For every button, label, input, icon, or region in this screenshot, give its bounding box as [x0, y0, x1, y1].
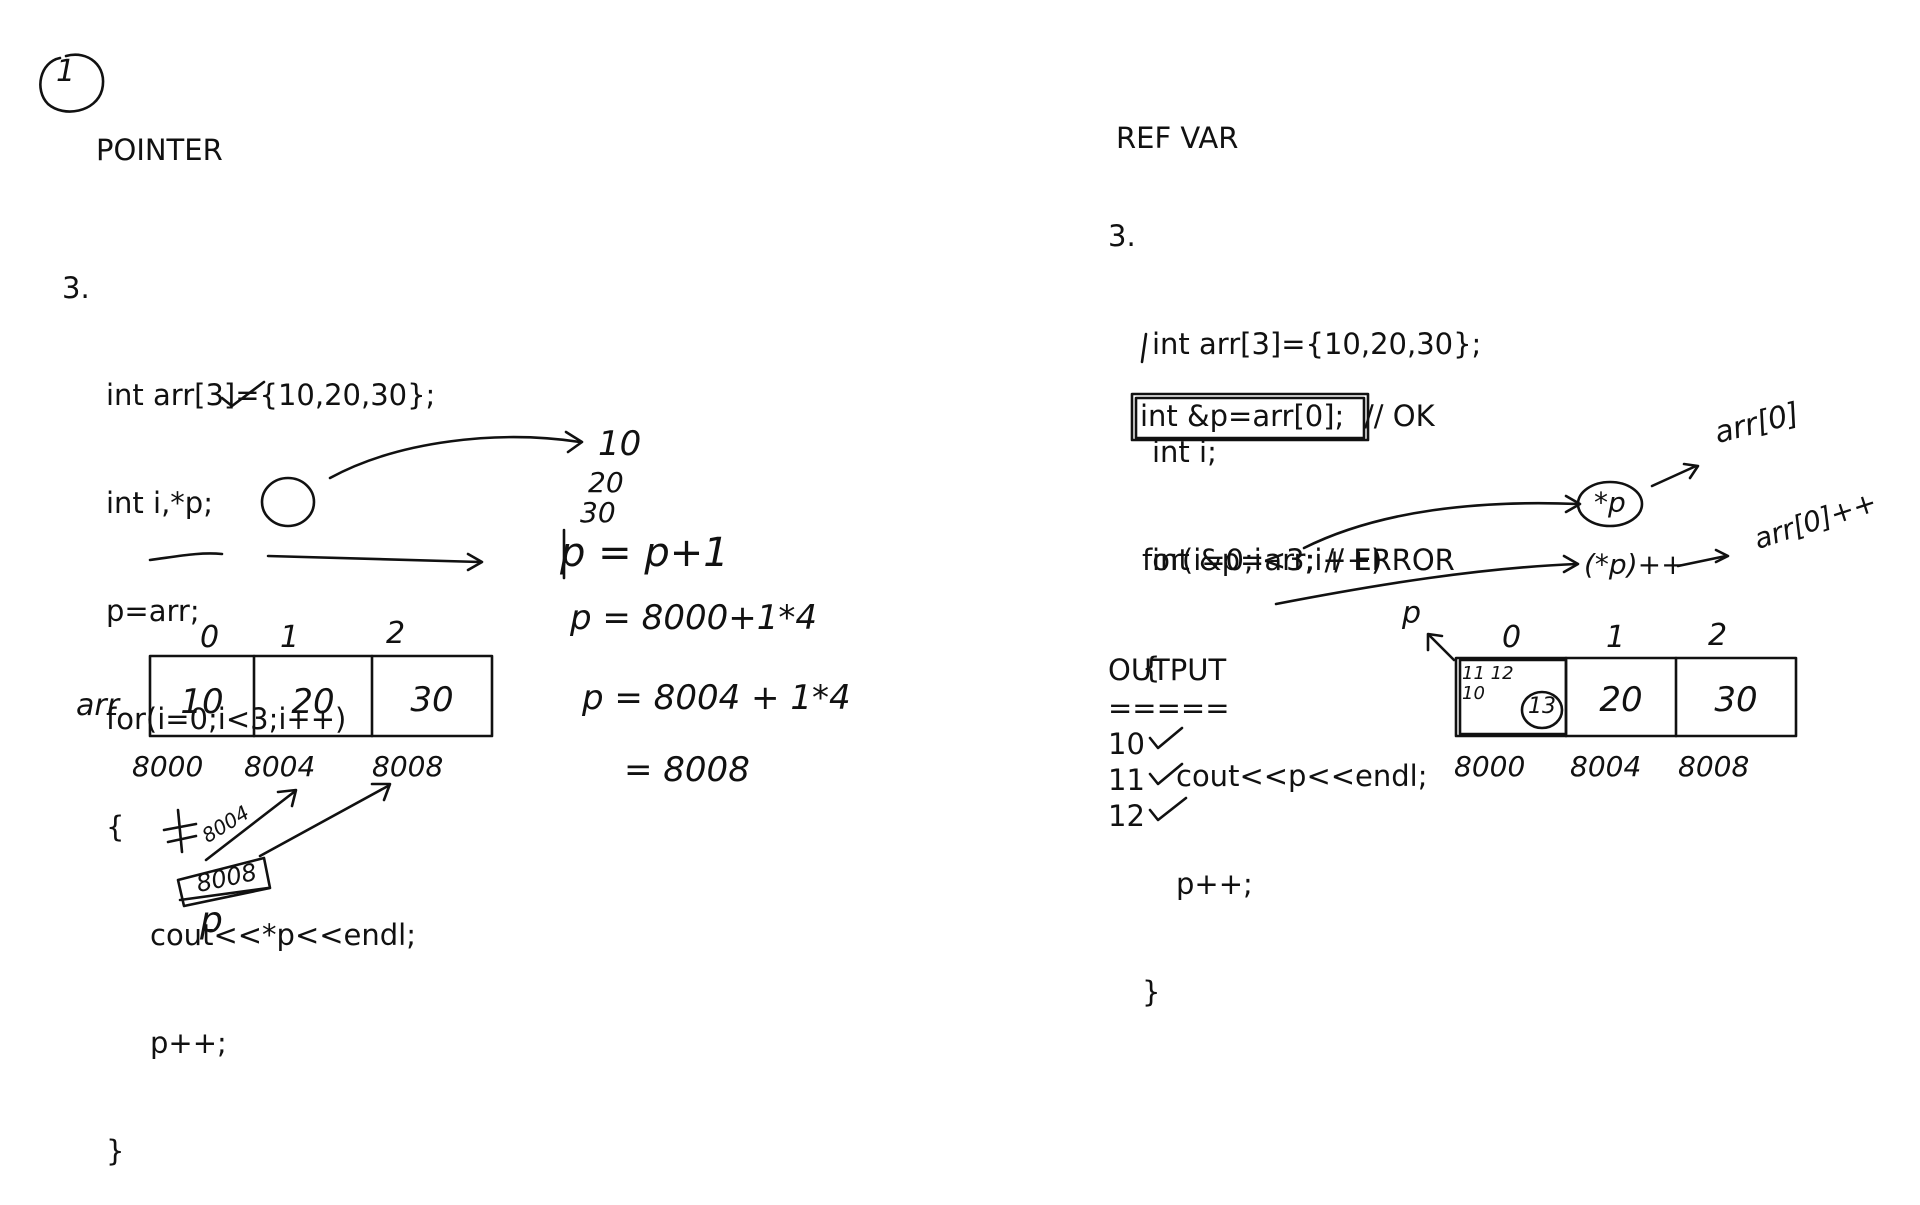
code-line: p=arr; [106, 594, 200, 628]
boxed-line-outline [1134, 396, 1366, 440]
pointer-box [176, 856, 272, 908]
pointer-arrow [258, 784, 390, 858]
array-cell-value: 30 [1714, 680, 1758, 720]
ref-pointer-name: p [1402, 596, 1422, 631]
array-index: 0 [200, 620, 220, 655]
arrow-to-arr0-inc [1676, 554, 1728, 568]
code-line: cout<<p<<endl; [1176, 759, 1428, 793]
current-value-circle [1520, 690, 1564, 730]
code-line: { [1142, 651, 1161, 685]
arrow-head [1426, 632, 1444, 652]
code-line: { [106, 810, 125, 844]
strike-arrow [162, 808, 198, 854]
array-cell-value: 30 [410, 680, 454, 720]
code-line: for(i=0;i<3;i++) [106, 702, 347, 736]
page-number-marker: 1 [56, 54, 76, 89]
array-address: 8000 [1454, 750, 1526, 783]
output-value: 20 [588, 466, 624, 499]
page-marker-circle [39, 53, 105, 113]
array-index: 1 [280, 620, 300, 655]
array-name: arr [76, 688, 120, 723]
note-deref-p: *p [1594, 486, 1626, 519]
arrow-head [1562, 554, 1580, 574]
array-box [148, 654, 494, 738]
underline [178, 886, 270, 902]
cell-current-value: 13 [1528, 694, 1556, 719]
pointer-math-line: p = 8004 + 1*4 [582, 678, 851, 718]
pointer-example-number: 3. [62, 271, 90, 305]
code-line: int &p=arr; // ERROR [1152, 543, 1455, 577]
array-index: 1 [1606, 620, 1626, 655]
array-index: 2 [386, 616, 406, 651]
ref-loop-block: for(i=0;i<3;i++) { cout<<p<<endl; p++; } [1142, 470, 1428, 1046]
arrow-head [564, 430, 584, 454]
array-address: 8008 [1678, 750, 1750, 783]
output-rule: ===== [1108, 691, 1230, 725]
arrow-to-output [328, 435, 582, 480]
pointer-code-block: int arr[3]={10,20,30}; int i,*p; p=arr; … [106, 305, 435, 1205]
margin-mark [1140, 332, 1148, 364]
cell-history-values: 11 12 10 [1462, 663, 1514, 704]
underline [148, 552, 224, 562]
arrow-head [1682, 462, 1700, 480]
arrow-to-deref [1302, 501, 1580, 550]
code-line: int arr[3]={10,20,30}; [106, 378, 436, 412]
ref-pointer-arrow [1428, 634, 1456, 662]
array-address: 8004 [1570, 750, 1642, 783]
ref-heading: REF VAR [1116, 121, 1239, 155]
output-value: 10 [1108, 727, 1145, 761]
arrow-head [276, 788, 298, 808]
check-icon [220, 380, 266, 408]
ref-array-cell-highlight [1458, 658, 1568, 736]
arrow-head [466, 552, 484, 572]
output-value: 30 [580, 496, 616, 529]
array-index: 0 [1502, 620, 1522, 655]
check-icon [1148, 762, 1184, 786]
array-cell-value: 10 [180, 682, 224, 722]
pointer-variable-name: p [200, 900, 223, 941]
ref-array-box [1454, 656, 1798, 738]
pointer-math-line: p = p+1 [560, 530, 729, 576]
ref-example-number: 3. [1108, 219, 1136, 253]
output-value: 10 [598, 424, 642, 464]
array-cell-value: 20 [1599, 680, 1643, 720]
check-icon [1148, 726, 1184, 750]
pointer-math-line: = 8008 [624, 750, 750, 790]
ref-code-block: int arr[3]={10,20,30}; int i; int &p=arr… [1152, 254, 1481, 614]
arrow-to-arr0 [1650, 464, 1698, 488]
array-cell-value: 20 [291, 682, 335, 722]
array-address: 8004 [244, 750, 316, 783]
ref-deref-circle [1576, 480, 1644, 528]
code-line: int arr[3]={10,20,30}; [1152, 327, 1482, 361]
array-address: 8008 [372, 750, 444, 783]
deref-circle [260, 476, 316, 528]
note-deref-increment: (*p)++ [1584, 548, 1685, 581]
code-line: p++; [1176, 867, 1253, 901]
array-address: 8000 [132, 750, 204, 783]
output-value: 12 [1108, 799, 1145, 833]
handwriting-strokes [39, 53, 1798, 908]
check-icon [1148, 796, 1188, 822]
array-index: 2 [1708, 618, 1728, 653]
arrow-head [370, 782, 392, 802]
pointer-arrow [204, 790, 296, 862]
arrow-head [1564, 494, 1582, 514]
arrow-to-increment [1274, 562, 1578, 606]
pointer-math-line: p = 8000+1*4 [570, 598, 817, 638]
pointer-heading: POINTER [96, 133, 223, 167]
boxed-line-outline [1130, 392, 1370, 442]
code-line: int i,*p; [106, 486, 213, 520]
ref-boxed-line: int &p=arr[0]; [1140, 399, 1345, 433]
code-line: for(i=0;i<3;i++) [1142, 543, 1383, 577]
code-line: } [106, 1134, 125, 1168]
output-value: 11 [1108, 763, 1145, 797]
arrow-to-math [266, 554, 482, 564]
code-line: p++; [150, 1026, 227, 1060]
arrow-head [1714, 548, 1730, 564]
code-line: cout<<*p<<endl; [150, 918, 416, 952]
output-label: OUTPUT [1108, 653, 1227, 687]
